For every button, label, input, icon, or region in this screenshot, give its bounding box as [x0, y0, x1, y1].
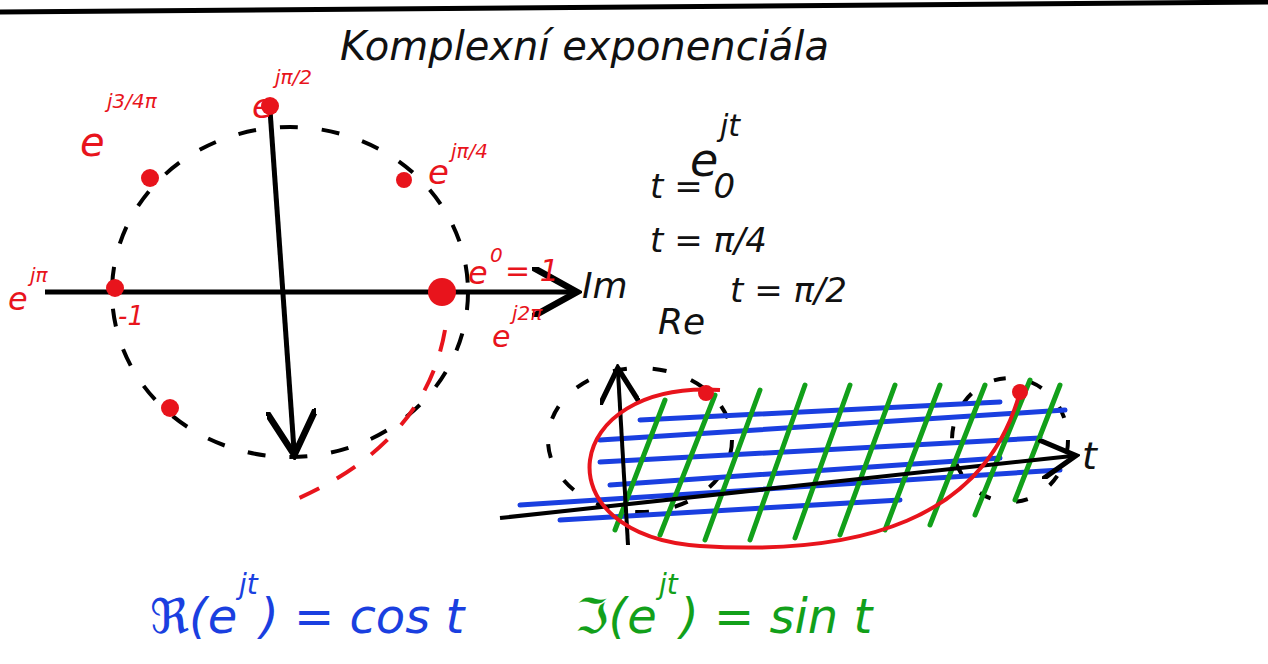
- start-circle: [548, 368, 732, 512]
- exponent-text: 0: [490, 244, 503, 266]
- math-label: t = π/2: [730, 272, 847, 309]
- helix-point: [1012, 384, 1028, 400]
- top-rule: [0, 2, 1268, 12]
- exponent-text: jt: [239, 570, 258, 601]
- math-label: e: [468, 256, 488, 291]
- math-label: Re: [658, 302, 705, 342]
- math-label: e: [428, 154, 449, 191]
- exponent-text: jπ/4: [451, 140, 488, 162]
- exponent-text: jπ/2: [275, 66, 312, 88]
- math-label: t: [1082, 436, 1097, 478]
- circle-points: [106, 97, 456, 417]
- math-label: t = 0: [650, 168, 735, 205]
- math-label: e: [80, 120, 105, 164]
- helix-point: [698, 385, 714, 401]
- math-label: ℑ(e: [575, 590, 657, 643]
- math-label: -1: [118, 302, 144, 331]
- math-label: Im: [582, 266, 628, 306]
- vertical-axis: [270, 110, 294, 450]
- math-label: e: [492, 320, 510, 353]
- t-axis: [500, 456, 1072, 518]
- helix-curve: [590, 390, 1020, 548]
- exponent-text: = 1: [505, 254, 559, 287]
- math-label: e: [8, 282, 28, 317]
- exponent-text: jπ: [30, 264, 48, 286]
- math-label: e: [252, 88, 273, 125]
- horizontal-axis: [45, 290, 572, 295]
- exponent-text: ) = sin t: [680, 590, 872, 643]
- exponent-text: j3/4π: [107, 90, 157, 112]
- math-label: ℜ(e: [150, 590, 237, 643]
- spiral-arc: [290, 330, 445, 502]
- exponent-text: jt: [659, 570, 678, 601]
- exponent-text: j2π: [512, 302, 542, 324]
- exponent-text: jt: [720, 109, 740, 142]
- exponent-text: ) = cos t: [260, 590, 464, 643]
- imag-part-hatching: [615, 380, 1060, 540]
- math-label: t = π/4: [650, 222, 767, 259]
- title: Komplexní exponenciála: [340, 24, 829, 68]
